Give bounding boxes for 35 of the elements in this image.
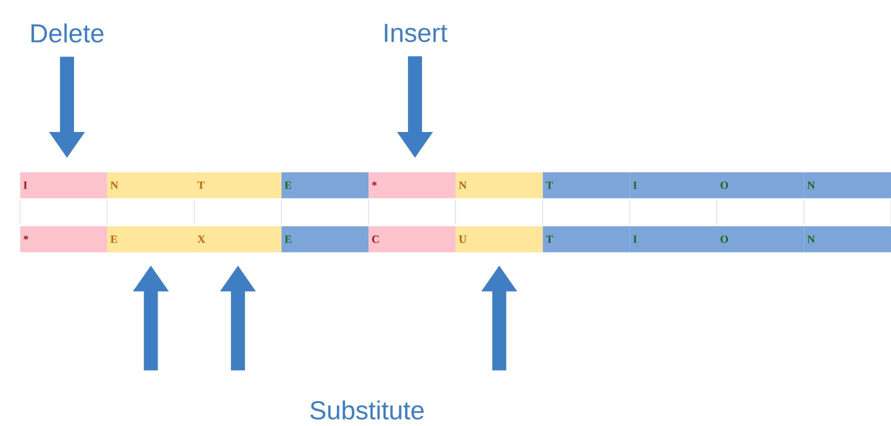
table-cell: E — [107, 226, 194, 252]
node-label: N — [110, 182, 118, 189]
table-cell: N — [804, 172, 891, 198]
table-cell: E — [282, 172, 369, 198]
table-cell: N — [107, 172, 194, 198]
node-label: N — [807, 236, 815, 243]
table-cell: I — [630, 172, 717, 198]
table-cell: O — [717, 226, 804, 252]
table-cell: I — [630, 226, 717, 252]
node-label: E — [110, 236, 118, 243]
table-cell: T — [194, 172, 282, 198]
table-cell: T — [542, 226, 630, 252]
node-label: T — [546, 236, 553, 243]
table-cell: X — [194, 226, 282, 252]
table-cell: E — [282, 226, 369, 252]
arrow-label: Substitute — [310, 400, 424, 420]
node-label: T — [198, 182, 205, 189]
node-label: O — [720, 182, 728, 189]
table-cell: I — [20, 172, 108, 198]
table-cell: C — [368, 226, 456, 252]
table-cell: U — [456, 226, 543, 252]
node-label: O — [720, 236, 728, 243]
node-label: I — [633, 182, 637, 189]
arrow-label: Delete — [32, 23, 104, 43]
table-cell: N — [804, 226, 891, 252]
table-cell: T — [542, 172, 630, 198]
arrow-label: Insert — [384, 24, 448, 42]
table-cell: N — [456, 172, 543, 198]
node-label: T — [546, 182, 553, 189]
table-cell: O — [717, 172, 804, 198]
table-cell: * — [368, 172, 456, 198]
node-label: I — [633, 236, 637, 243]
node-label: X — [198, 236, 206, 243]
node-label: N — [807, 182, 815, 189]
table-cell: * — [20, 226, 108, 252]
